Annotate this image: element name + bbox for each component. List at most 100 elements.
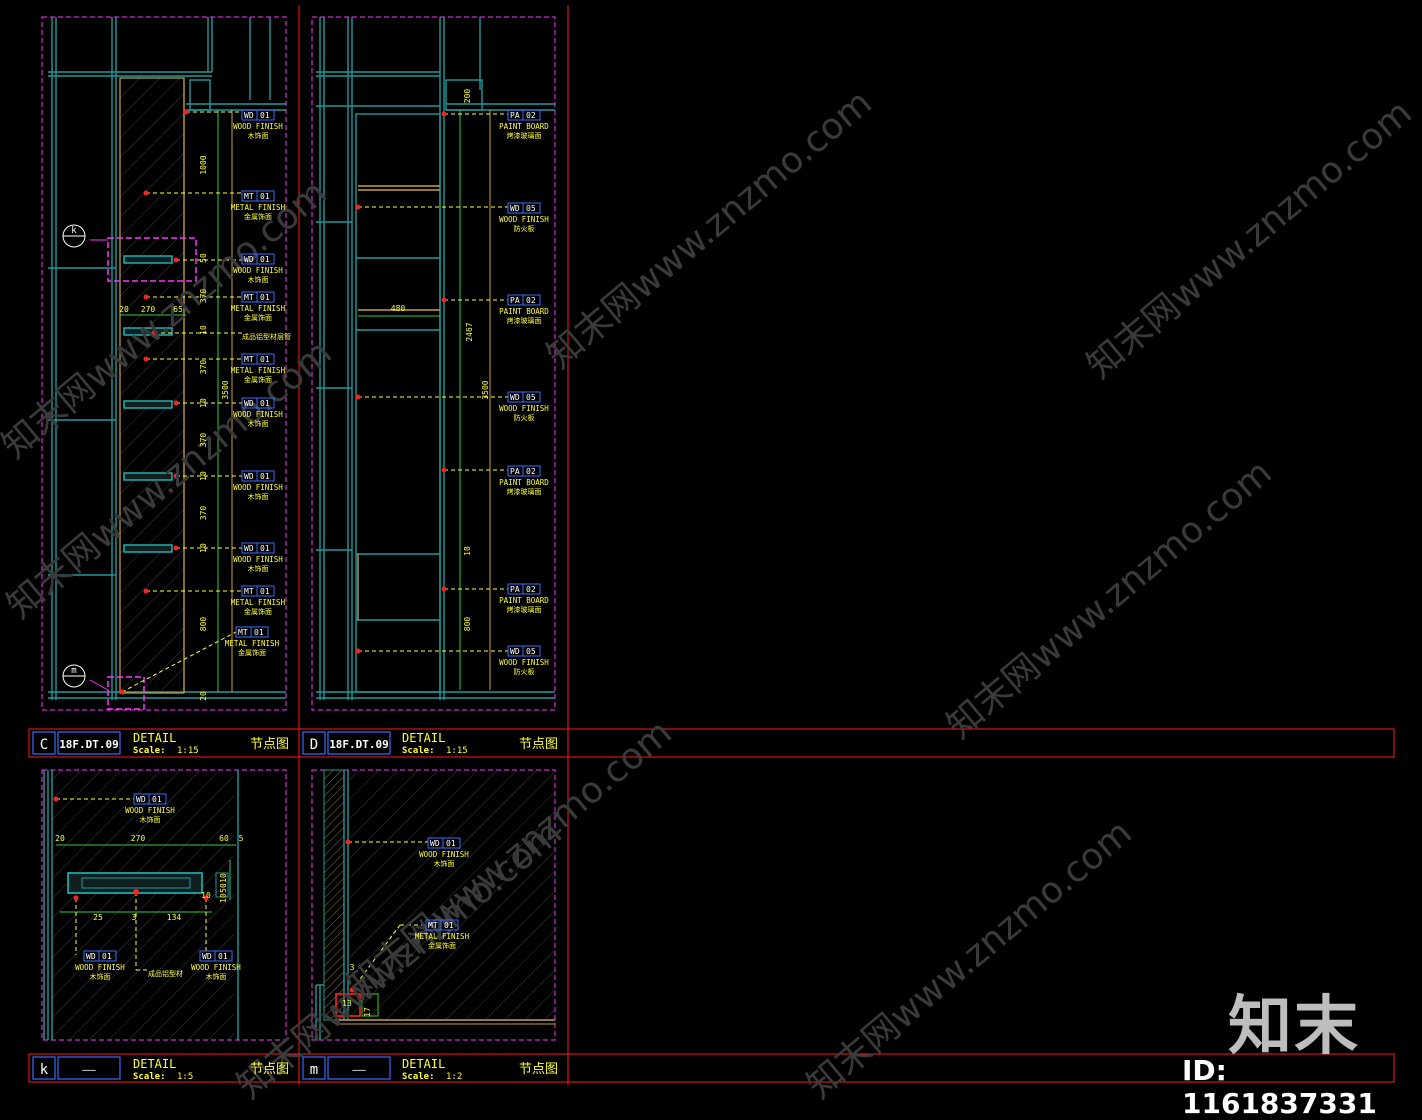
callout-number: 01: [446, 839, 456, 848]
section-tag-k[interactable]: k: [62, 224, 86, 248]
title-block-d[interactable]: D 18F.DT.09 DETAIL Scale: 1:15 节点图: [302, 731, 558, 756]
callout-number: 01: [254, 628, 264, 637]
callout-number: 02: [526, 467, 536, 476]
callout-material-en: METAL FINISH: [231, 366, 286, 375]
callout-code: WD: [202, 952, 212, 961]
callout-material-en: PAINT BOARD: [499, 596, 549, 605]
panel-c-detail-k-boundary: [107, 237, 197, 282]
title-block-k-scale: 1:5: [177, 1072, 193, 1082]
callout-number: 05: [526, 393, 536, 402]
callout-material-en: WOOD FINISH: [233, 555, 283, 564]
callout-number: 01: [260, 399, 270, 408]
callout-material-en: WOOD FINISH: [233, 266, 283, 275]
title-block-m[interactable]: m —— DETAIL Scale: 1:2 节点图: [302, 1056, 558, 1082]
dimension-label: 3500: [221, 380, 230, 399]
title-block-c[interactable]: C 18F.DT.09 DETAIL Scale: 1:15 节点图: [32, 731, 289, 756]
section-tag-k-label: k: [71, 226, 77, 236]
title-block-m-scale: 1:2: [446, 1072, 462, 1082]
dimension-label: 10: [201, 891, 211, 900]
title-block-d-scale: 1:15: [446, 746, 468, 756]
callout-material-cn: 金属饰面: [238, 648, 266, 657]
site-watermark-text: 知末网www.znzmo.com: [799, 812, 1139, 1107]
dimension-label: 25: [93, 913, 103, 922]
dimension-label: 50: [199, 253, 208, 263]
section-tag-m[interactable]: m: [62, 664, 86, 688]
callout-note-cn: 成品铝型材: [148, 969, 183, 978]
callout-number: 02: [526, 296, 536, 305]
dimension-label: 10: [199, 325, 208, 335]
callout-code: MT: [244, 293, 254, 302]
title-block-c-sheet-ref: 18F.DT.09: [59, 738, 119, 751]
panel-k-leaders: [53, 796, 209, 971]
callout-code: PA: [510, 111, 520, 120]
dimension-label: 17: [363, 1007, 372, 1017]
dimension-label: 10: [463, 546, 472, 556]
callout-number: 01: [152, 795, 162, 804]
dimension-label: 800: [199, 617, 208, 632]
callout-material-cn: 木饰面: [248, 564, 269, 573]
site-watermark-text: 知末网www.znzmo.com: [939, 452, 1279, 747]
title-block-k-marker: k: [40, 1062, 49, 1078]
dimension-label: 20: [199, 691, 208, 701]
title-block-k-scale-label: Scale:: [133, 1072, 166, 1082]
dimension-label: 13: [342, 999, 352, 1008]
callout-material-en: WOOD FINISH: [191, 963, 241, 972]
dimension-label: 50: [219, 883, 228, 893]
dimension-label: 60: [219, 834, 229, 843]
dimension-label: 1000: [199, 155, 208, 174]
callout-code: WD: [244, 544, 254, 553]
dimension-label: 3: [350, 963, 355, 972]
callout-tag: 成品铝型材层管: [242, 332, 291, 341]
callout-note-cn: 成品铝型材层管: [242, 332, 291, 341]
callout-code: WD: [510, 647, 520, 656]
callout-material-en: WOOD FINISH: [233, 410, 283, 419]
site-watermark-text: 知末网www.znzmo.com: [539, 82, 879, 377]
callout-material-cn: 烤漆玻璃面: [507, 487, 542, 496]
callout-material-en: WOOD FINISH: [499, 215, 549, 224]
dimension-label: 480: [391, 304, 406, 313]
callout-number: 01: [260, 255, 270, 264]
panel-c-wood-panel-hatch: [119, 77, 185, 694]
callout-material-cn: 烤漆玻璃面: [507, 605, 542, 614]
panel-k-drawing: [41, 769, 287, 1041]
dimension-label: 20: [55, 834, 65, 843]
callout-material-cn: 金属饰面: [244, 607, 272, 616]
title-block-k[interactable]: k —— DETAIL Scale: 1:5 节点图: [32, 1056, 289, 1082]
panel-c-drawing: k m: [41, 16, 287, 711]
dimension-label: 10: [219, 893, 228, 903]
panel-c-viewport-border: [41, 16, 287, 711]
callout-material-cn: 木饰面: [248, 492, 269, 501]
callout-material-en: METAL FINISH: [415, 932, 470, 941]
callout-number: 01: [102, 952, 112, 961]
callout-number: 01: [260, 192, 270, 201]
dimension-label: 200: [463, 89, 472, 104]
panel-m-leaders: [345, 839, 428, 993]
callout-number: 02: [526, 585, 536, 594]
callout-material-cn: 烤漆玻璃面: [507, 316, 542, 325]
callout-material-en: PAINT BOARD: [499, 122, 549, 131]
dimension-label: 270: [141, 305, 156, 314]
callout-material-en: WOOD FINISH: [233, 483, 283, 492]
callout-material-en: METAL FINISH: [231, 598, 286, 607]
callout-code: MT: [244, 587, 254, 596]
callout-material-cn: 木饰面: [434, 859, 455, 868]
callout-number: 01: [260, 293, 270, 302]
callout-material-cn: 木饰面: [206, 972, 227, 981]
callout-material-cn: 金属饰面: [244, 212, 272, 221]
title-block-m-cn-title: 节点图: [519, 1062, 558, 1077]
callout-code: WD: [244, 255, 254, 264]
callout-code: MT: [238, 628, 248, 637]
